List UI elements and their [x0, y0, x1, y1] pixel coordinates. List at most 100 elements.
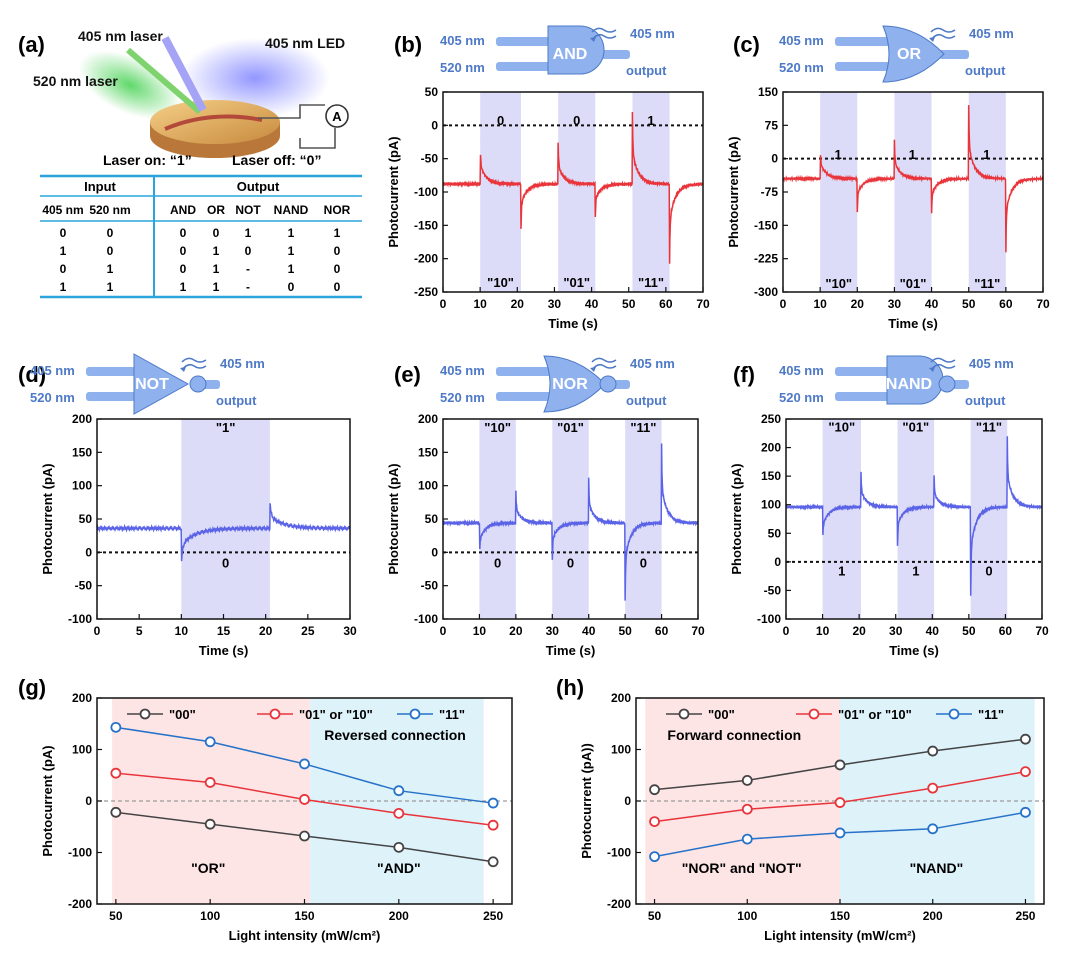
- logic-value: 0: [222, 555, 229, 570]
- table-cell: 0: [180, 244, 187, 258]
- logic-value: 0: [985, 563, 992, 578]
- table-cell: 0: [180, 226, 187, 240]
- band-label: "11": [638, 275, 664, 290]
- table-cell: 1: [213, 280, 220, 294]
- photocurrent-trace: [442, 443, 699, 601]
- gate-output-label: output: [216, 393, 257, 408]
- gate-light-label: 405 nm: [969, 26, 1014, 41]
- data-point: [741, 803, 753, 815]
- gate-body: [547, 25, 605, 75]
- x-tick-label: 20: [851, 297, 865, 311]
- table-cell: 1: [288, 244, 295, 258]
- data-point: [487, 856, 499, 868]
- light-ray: [930, 357, 956, 363]
- x-tick-label: 30: [546, 624, 560, 638]
- light-arrowhead-icon: [590, 367, 596, 372]
- table-header-cell: NOR: [324, 203, 351, 217]
- light-arrowhead-icon: [929, 37, 935, 42]
- gate-input-rail-1: [496, 37, 552, 46]
- y-tick-label: -200: [414, 252, 438, 266]
- table-cell: 1: [213, 244, 220, 258]
- legend-label: "00": [169, 707, 196, 722]
- y-tick-label: 150: [72, 445, 92, 459]
- stimulus-band: [897, 419, 935, 619]
- x-tick-label: 30: [548, 297, 562, 311]
- green-laser-beam: [126, 47, 202, 115]
- y-axis-label: Photocurrent (pA): [40, 463, 55, 574]
- y-tick-label: 0: [85, 545, 92, 559]
- ammeter-icon: [325, 104, 349, 128]
- x-tick-label: 30: [889, 624, 903, 638]
- stimulus-band: [970, 419, 1008, 619]
- data-point: [110, 767, 122, 779]
- data-point: [204, 818, 216, 830]
- table-cell: 0: [107, 226, 114, 240]
- annotation: Forward connection: [667, 727, 801, 743]
- table-cell: 1: [60, 244, 67, 258]
- y-tick-label: -150: [414, 218, 438, 232]
- data-point: [299, 794, 310, 805]
- gate-body: [543, 355, 606, 413]
- logic-value: 1: [647, 113, 654, 128]
- panel-label-d: (d): [18, 362, 46, 387]
- x-axis-label: Light intensity (mW/cm²): [764, 928, 916, 943]
- gate-output-label: output: [626, 63, 667, 78]
- y-axis-label: Photocurrent (pA): [726, 136, 741, 247]
- photocurrent-trace: [785, 436, 1043, 596]
- y-tick-label: -100: [757, 612, 781, 626]
- data-point: [110, 721, 122, 733]
- light-arrowhead-icon: [590, 37, 596, 42]
- x-tick-label: 40: [926, 624, 940, 638]
- annotation: "AND": [377, 860, 421, 876]
- stimulus-band: [181, 419, 270, 619]
- legend-off: Laser off: “0”: [232, 152, 321, 168]
- chart-g: "00""01" or "10""11"Reversed connection"…: [40, 691, 513, 943]
- table-header-cell: OR: [207, 203, 225, 217]
- band-label: "10": [487, 275, 514, 290]
- photocurrent-trace: [782, 105, 1044, 253]
- laser520-label: 520 nm laser: [33, 73, 118, 89]
- x-tick-label: 60: [999, 624, 1013, 638]
- panel-label-e: (e): [394, 362, 421, 387]
- stimulus-band: [479, 419, 516, 619]
- x-tick-label: 30: [888, 297, 902, 311]
- x-tick-label: 200: [389, 909, 409, 923]
- legend-marker: [139, 708, 151, 720]
- x-axis-label: Time (s): [889, 643, 939, 658]
- data-point: [927, 782, 939, 794]
- light-arrowhead-icon: [929, 367, 935, 372]
- y-tick-label: 50: [425, 512, 439, 526]
- y-tick-label: 100: [72, 479, 92, 493]
- y-tick-label: -50: [421, 579, 439, 593]
- gate-input-label-1: 405 nm: [779, 363, 824, 378]
- x-tick-label: 60: [659, 297, 673, 311]
- table-cell: 1: [245, 226, 252, 240]
- band-label: "11": [976, 419, 1002, 434]
- band-label: "10": [484, 420, 511, 435]
- logic-value: 0: [497, 113, 504, 128]
- x-tick-label: 40: [585, 297, 599, 311]
- table-cell: 0: [213, 226, 220, 240]
- x-tick-label: 30: [343, 624, 357, 638]
- data-point: [834, 759, 846, 771]
- x-axis-label: Time (s): [546, 643, 596, 658]
- band-label: "11": [974, 276, 1000, 291]
- gate-output-label: output: [965, 393, 1006, 408]
- stimulus-band: [625, 419, 662, 619]
- table-header-cell: NAND: [274, 203, 309, 217]
- y-tick-label: -200: [68, 897, 92, 911]
- y-axis-label: Photocurrent (pA): [729, 463, 744, 574]
- y-tick-label: 100: [72, 743, 92, 757]
- y-tick-label: 50: [768, 526, 782, 540]
- gate-input-label-1: 405 nm: [440, 33, 485, 48]
- table-cell: 1: [213, 262, 220, 276]
- annotation: "NOR" and "NOT": [682, 860, 802, 876]
- table-cell: 0: [60, 226, 67, 240]
- light-ray: [930, 27, 956, 33]
- gate-output-rail: [600, 50, 630, 59]
